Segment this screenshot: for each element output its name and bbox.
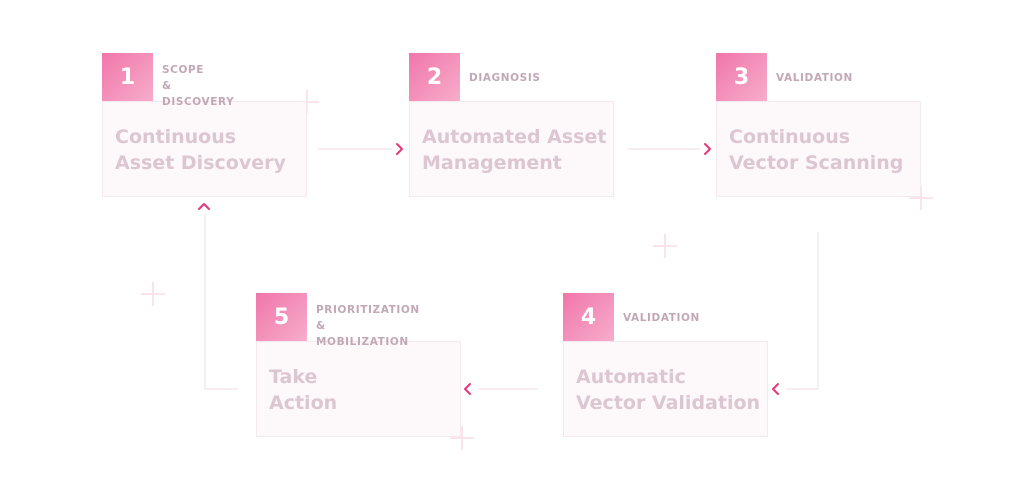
step-phase-label: VALIDATION (623, 312, 700, 324)
step-number-badge: 3 (716, 53, 767, 101)
step-phase-label: SCOPE & DISCOVERY (162, 64, 235, 108)
step-number-badge: 2 (409, 53, 460, 101)
chevron-right-icon (396, 143, 403, 155)
chevron-left-icon (772, 383, 779, 395)
sparkle-icon (909, 186, 933, 210)
step-card: Automatic Vector Validation (563, 341, 768, 437)
step-number-badge: 5 (256, 293, 307, 341)
step-card: Automated Asset Management (409, 101, 614, 197)
step-number-badge: 4 (563, 293, 614, 341)
step-card: Take Action (256, 341, 461, 437)
chevron-right-icon (704, 143, 711, 155)
step-title: Continuous Vector Scanning (729, 126, 904, 174)
connector-3-4 (786, 232, 819, 390)
step-card: Continuous Asset Discovery (102, 101, 307, 197)
step-card: Continuous Vector Scanning (716, 101, 921, 197)
step-title: Automated Asset Management (422, 126, 607, 174)
sparkle-icon (653, 234, 677, 258)
step-title: Automatic Vector Validation (576, 366, 761, 414)
step-phase-label: PRIORITIZATION & MOBILIZATION (316, 304, 420, 348)
step-title: Continuous Asset Discovery (115, 126, 286, 174)
step-phase-label: DIAGNOSIS (469, 72, 541, 84)
chevron-up-icon (198, 203, 210, 210)
step-phase-label: VALIDATION (776, 72, 853, 84)
step-title: Take Action (269, 366, 338, 414)
step-number-badge: 1 (102, 53, 153, 101)
sparkle-icon (450, 426, 474, 450)
chevron-left-icon (464, 383, 471, 395)
sparkle-icon (141, 282, 165, 306)
sparkle-icon (295, 90, 319, 114)
connector-5-1 (204, 214, 238, 390)
